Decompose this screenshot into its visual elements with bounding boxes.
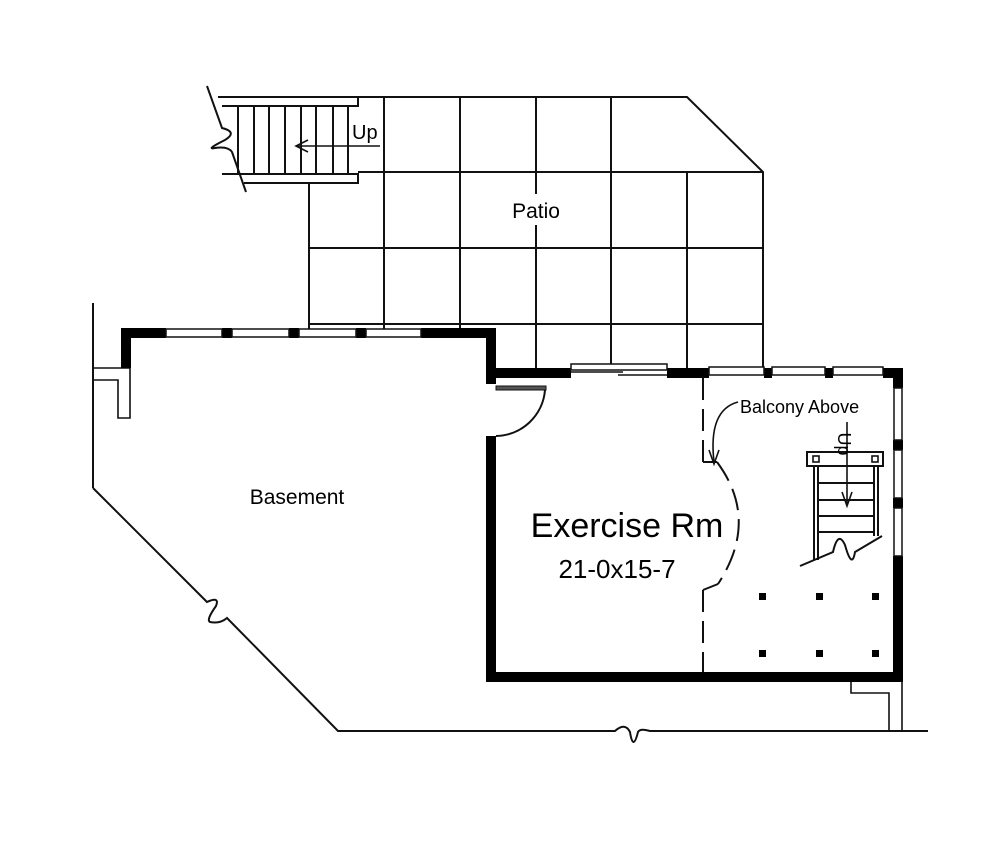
walls: [121, 328, 903, 682]
room-dimensions-exercise: 21-0x15-7: [558, 554, 675, 584]
swing-door: [495, 385, 547, 437]
room-label-patio: Patio: [512, 200, 560, 223]
balcony-outline: Balcony Above: [702, 378, 859, 672]
window: [165, 328, 223, 338]
window: [708, 366, 765, 376]
window: [893, 387, 903, 441]
balcony-above-label: Balcony Above: [740, 397, 859, 417]
basement-left-jog: [93, 367, 131, 419]
stair-up-label-interior: Up: [834, 432, 854, 455]
basement-outline: [92, 303, 928, 743]
window: [365, 328, 422, 338]
interior-stair: Up: [799, 422, 884, 567]
exterior-stair: Up: [206, 85, 380, 193]
room-label-exercise: Exercise Rm: [531, 507, 724, 545]
bottom-right-jog: [850, 682, 903, 731]
window: [231, 328, 290, 338]
window: [893, 507, 903, 557]
window: [298, 328, 357, 338]
window: [771, 366, 826, 376]
patio-grid: [308, 96, 764, 370]
column-dots: [759, 593, 879, 657]
stair-up-label-patio: Up: [352, 122, 378, 144]
sliding-door: [570, 363, 668, 376]
window: [832, 366, 884, 376]
window: [893, 449, 903, 499]
windows: [165, 328, 903, 557]
room-label-basement: Basement: [250, 486, 345, 509]
